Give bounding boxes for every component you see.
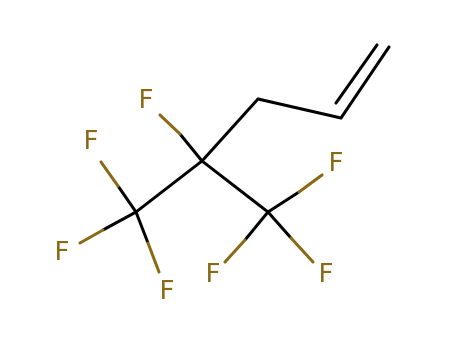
bond-alkene-2	[334, 43, 379, 105]
bond-alkene-1	[339, 45, 391, 120]
bond-cf3a-f2-c	[116, 184, 138, 214]
bond-ch2-cq	[200, 97, 260, 163]
atom-label-f5: F	[329, 148, 344, 178]
bond-cf3a-f3-f	[78, 228, 105, 245]
bond-cf3a-f3-c	[101, 210, 138, 232]
bond-cq-cf3a	[134, 159, 204, 214]
bond-cf3a-f4-f	[146, 241, 161, 274]
bond-cq-f1-f	[158, 113, 182, 136]
bond-cf3b-f6-f	[223, 238, 247, 264]
bond-cf3b-f7-c	[266, 210, 293, 240]
bond-cq-cf3b	[200, 159, 270, 214]
atom-label-f7: F	[319, 259, 334, 289]
bond-cf3b-f5-c	[266, 190, 301, 214]
bond-cf3b-f5-f	[297, 173, 324, 194]
atom-label-f4: F	[160, 276, 175, 306]
bond-cf3a-f2-f	[99, 160, 120, 188]
bond-cq-f1-c	[178, 132, 204, 163]
bond-ch-ch2	[256, 97, 343, 120]
atom-label-f1: F	[139, 85, 154, 115]
bond-cf3b-f6-c	[243, 210, 270, 242]
bond-cf3b-f7-f	[289, 236, 315, 264]
atom-label-group: F F F F F F F	[55, 85, 344, 306]
atom-label-f6: F	[206, 259, 221, 289]
bond-cf3a-f4-c	[134, 210, 150, 245]
atom-label-f2: F	[84, 126, 99, 156]
bond-group	[78, 43, 391, 274]
atom-label-f3: F	[55, 237, 70, 267]
